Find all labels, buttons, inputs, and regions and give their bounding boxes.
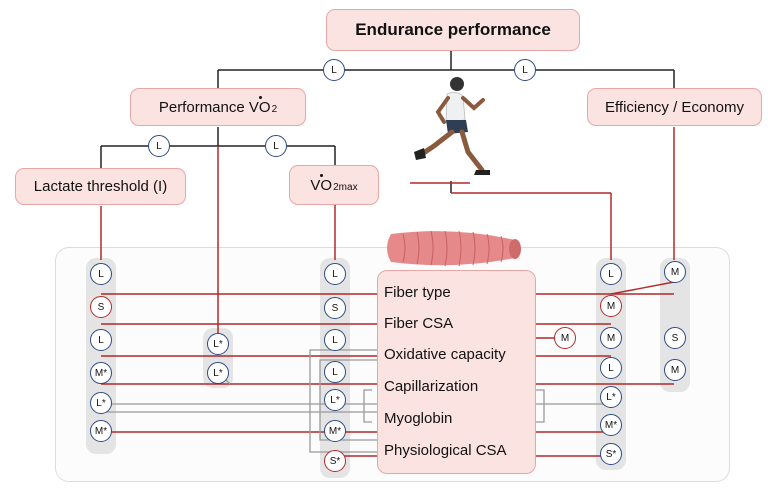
lactate-extra-node: L* <box>207 362 229 384</box>
vo2max-node: L <box>324 329 346 351</box>
vo2max-node: S* <box>324 450 346 472</box>
right-node: S* <box>600 443 622 465</box>
connector-node: L <box>514 59 536 81</box>
vo2max-sub: 2max <box>333 181 358 193</box>
performance-vo2-box: Performance VO 2 <box>130 88 306 126</box>
performance-vo2: VO 2 <box>248 95 278 116</box>
vo2max-box: VO 2max <box>289 165 379 205</box>
lactate-node: L* <box>90 392 112 414</box>
right-node: L* <box>600 386 622 408</box>
efficiency-node: S <box>664 327 686 349</box>
page-title: Endurance performance <box>355 20 551 39</box>
vo2max-node: M* <box>324 420 346 442</box>
efficiency-label: Efficiency / Economy <box>605 98 744 116</box>
vo2max-node: L <box>324 361 346 383</box>
lactate-node: L <box>90 263 112 285</box>
property-physiological-csa: Physiological CSA <box>384 442 507 459</box>
lactate-node: L <box>90 329 112 351</box>
lactate-extra-node: L* <box>207 333 229 355</box>
performance-vo-sub: 2 <box>271 103 278 115</box>
lactate-node: M* <box>90 362 112 384</box>
runner-icon <box>414 77 490 175</box>
connector-node: L <box>323 59 345 81</box>
title-box: Endurance performance <box>326 9 580 51</box>
lactate-node: S <box>90 296 112 318</box>
vo2max-node: S <box>324 297 346 319</box>
performance-vo-text: VO <box>248 95 271 116</box>
vo2max-label: VO 2max <box>310 173 358 194</box>
right-node: L <box>600 357 622 379</box>
lactate-threshold-label: Lactate threshold (I) <box>33 178 168 195</box>
performance-label: Performance <box>158 98 245 116</box>
vo2max-node: L* <box>324 389 346 411</box>
right-node: M <box>600 327 622 349</box>
property-fiber-type: Fiber type <box>384 284 451 301</box>
property-oxidative-capacity: Oxidative capacity <box>384 346 506 363</box>
efficiency-node: M <box>664 359 686 381</box>
right-node: L <box>600 263 622 285</box>
muscle-fiber-icon <box>387 230 521 267</box>
right-node: M* <box>600 414 622 436</box>
property-capillarization: Capillarization <box>384 378 479 395</box>
property-myoglobin: Myoglobin <box>384 410 453 427</box>
lactate-threshold-box: Lactate threshold (I) <box>15 168 186 205</box>
fiber-csa-side-node: M <box>554 327 576 349</box>
property-fiber-csa: Fiber CSA <box>384 315 454 332</box>
vo2max-node: L <box>324 263 346 285</box>
muscle-properties-box <box>377 270 536 474</box>
efficiency-node: M <box>664 261 686 283</box>
efficiency-box: Efficiency / Economy <box>587 88 762 126</box>
connector-node: L <box>148 135 170 157</box>
vo2max-vo-text: VO <box>310 173 333 194</box>
connector-node: L <box>265 135 287 157</box>
lactate-node: M* <box>90 420 112 442</box>
right-node: M <box>600 295 622 317</box>
